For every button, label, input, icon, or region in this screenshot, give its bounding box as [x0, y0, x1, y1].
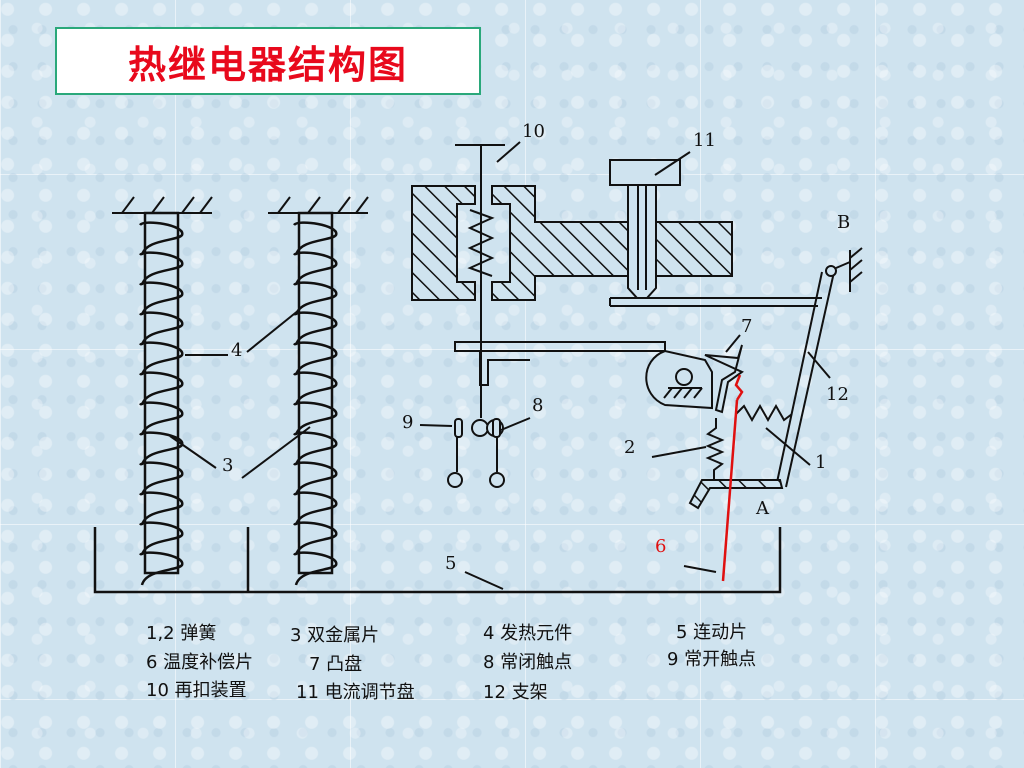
top-lever	[609, 297, 822, 307]
legend-r0c3: 5 连动片	[676, 622, 748, 643]
legend-r1c1: 7 凸盘	[309, 654, 363, 675]
legend-r0c2: 4 发热元件	[483, 623, 573, 644]
legend-r1c0: 6 温度补偿片	[146, 652, 254, 673]
label-10: 10	[522, 121, 545, 142]
legend-r1c2: 8 常闭触点	[483, 652, 573, 673]
legend-r2c1: 11 电流调节盘	[296, 682, 415, 703]
lever-a	[688, 479, 784, 510]
legend-r2c0: 10 再扣装置	[146, 680, 247, 701]
label-2: 2	[624, 437, 635, 458]
bimetal-mount-left	[112, 196, 213, 214]
label-1: 1	[815, 452, 826, 473]
leader-lines-right	[419, 141, 831, 590]
bimetal-strip-left	[143, 211, 180, 575]
label-b: B	[837, 212, 850, 233]
reset-housing	[411, 185, 733, 301]
label-3: 3	[222, 455, 233, 476]
label-7: 7	[741, 316, 752, 337]
current-adjust-dial	[609, 159, 681, 299]
legend-r2c2: 12 支架	[483, 682, 548, 703]
label-5: 5	[445, 553, 456, 574]
spring-1	[735, 403, 793, 423]
label-11: 11	[693, 130, 716, 151]
linkage-tray	[93, 527, 782, 594]
label-12: 12	[826, 384, 849, 405]
label-9: 9	[402, 412, 413, 433]
title-box: 热继电器结构图	[55, 27, 481, 95]
push-rod	[454, 341, 666, 386]
reset-rod	[455, 144, 505, 330]
bimetal-strip-right	[297, 211, 334, 575]
label-4: 4	[231, 340, 242, 361]
heating-coil-left	[138, 221, 184, 586]
heating-coil-right	[292, 221, 338, 586]
cam	[645, 344, 744, 414]
label-a: A	[755, 498, 770, 519]
legend-r0c1: 3 双金属片	[290, 625, 380, 646]
label-6: 6	[655, 536, 666, 557]
temperature-compensator	[721, 374, 744, 582]
page-title: 热继电器结构图	[127, 42, 408, 87]
spring-2	[705, 418, 725, 480]
label-8: 8	[532, 395, 543, 416]
leader-lines-left	[169, 309, 311, 479]
legend-r0c0: 1,2 弹簧	[146, 623, 217, 644]
contacts	[447, 330, 505, 488]
legend-r1c3: 9 常开触点	[667, 649, 757, 670]
bimetal-mount-right	[268, 196, 369, 214]
